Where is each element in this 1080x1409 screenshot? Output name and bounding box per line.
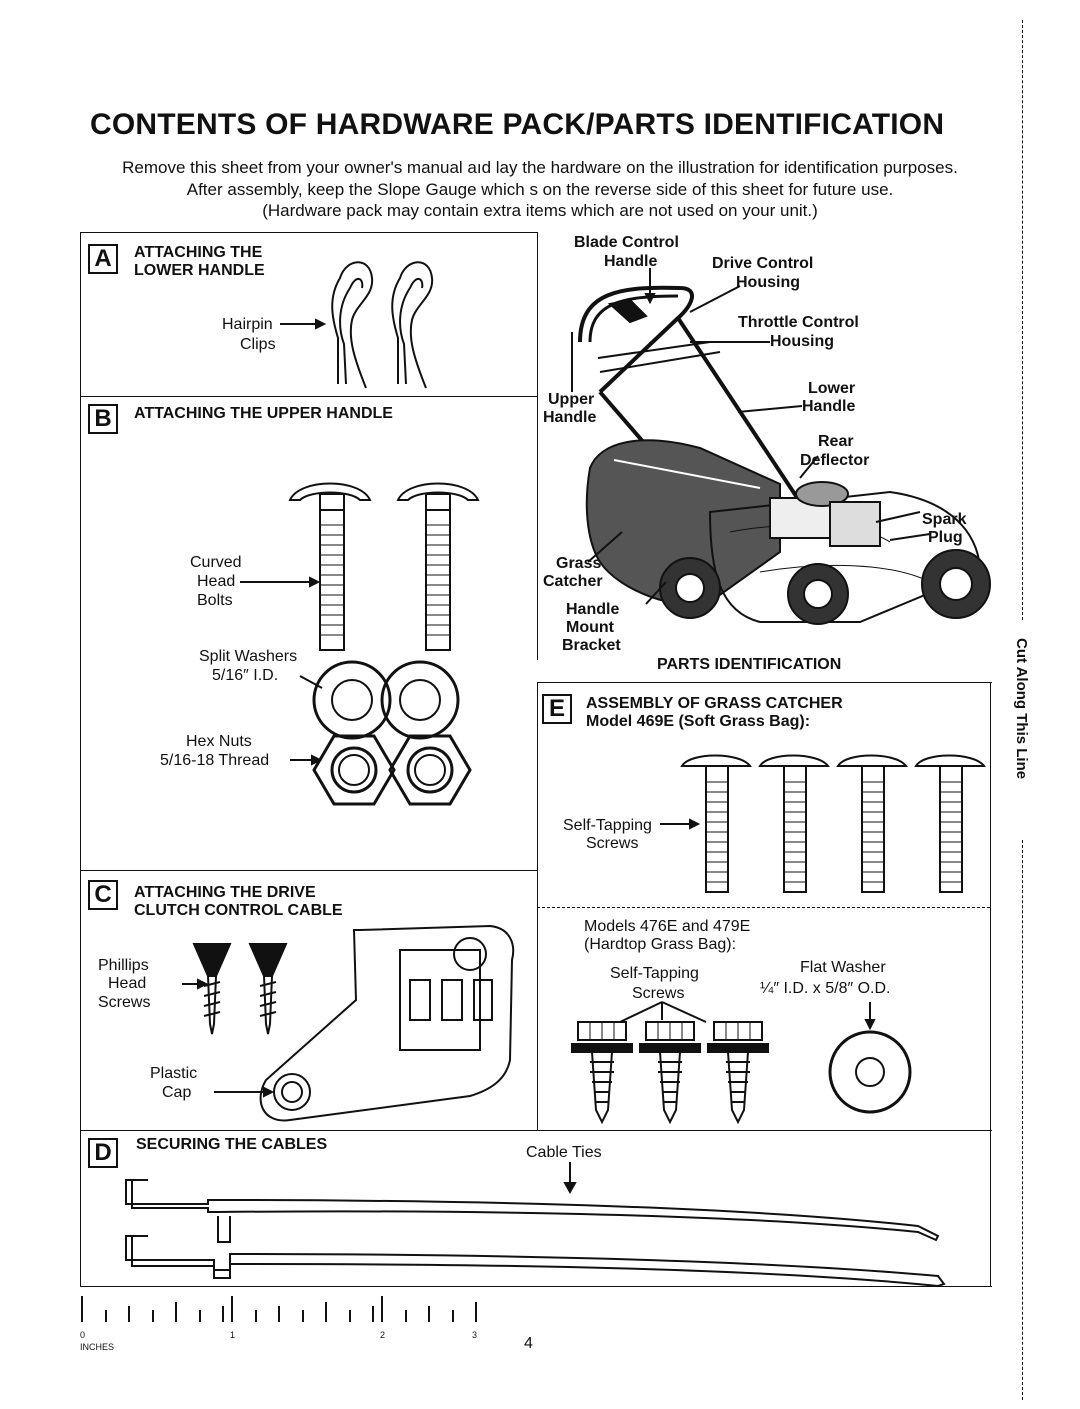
cut-line-lower [1022, 840, 1023, 1400]
top-rule [80, 232, 538, 233]
phillips-label-2: Head [108, 975, 147, 992]
frame-right [990, 682, 991, 1286]
flat-washer-label-2: ¼″ I.D. x 5/8″ O.D. [760, 980, 891, 997]
section-a-heading-2: LOWER HANDLE [134, 262, 265, 279]
bolts-label-1: Curved [190, 554, 242, 571]
mower-label-drive-2: Housing [736, 274, 800, 291]
mower-label-spark-2: Plug [928, 529, 963, 546]
bolts-washers-nuts-drawing [240, 482, 480, 806]
page-number: 4 [524, 1335, 533, 1352]
mower-label-lower-2: Handle [802, 398, 856, 415]
section-d-heading: SECURING THE CABLES [136, 1136, 328, 1153]
section-a-heading-1: ATTACHING THE [134, 244, 263, 261]
hardtop-models-label-2: (Hardtop Grass Bag): [584, 936, 737, 953]
hairpin-clips-drawing [280, 261, 434, 389]
intro-line-1: Remove this sheet from your owner's manu… [122, 158, 958, 177]
lawn-mower-drawing [571, 268, 991, 625]
section-a-letter: A [88, 244, 118, 274]
ruler-tick-1: 1 [230, 1330, 236, 1340]
cable-ties-label: Cable Ties [526, 1144, 602, 1161]
page-title: CONTENTS OF HARDWARE PACK/PARTS IDENTIFI… [90, 108, 945, 141]
hardtop-models-label-1: Models 476E and 479E [584, 918, 751, 935]
mower-label-mount-1: Handle [566, 601, 620, 618]
mower-label-rear-1: Rear [818, 433, 854, 450]
mower-label-mount-2: Mount [566, 619, 614, 636]
mower-label-throttle-2: Housing [770, 333, 834, 350]
section-c-heading-1: ATTACHING THE DRIVE [134, 884, 316, 901]
cap-label-2: Cap [162, 1084, 192, 1101]
section-b-heading: ATTACHING THE UPPER HANDLE [134, 405, 393, 422]
hairpin-label-1: Hairpin [222, 316, 273, 333]
rule-a-b [80, 396, 538, 397]
section-e-letter: E [542, 694, 572, 724]
cable-ties-drawing [125, 1162, 946, 1288]
mower-label-drive-1: Drive Control [712, 255, 814, 272]
divider-middle-lower [537, 682, 538, 1130]
section-e-heading-1: ASSEMBLY OF GRASS CATCHER [586, 695, 843, 712]
hairpin-label-2: Clips [240, 336, 276, 353]
section-d-letter: D [88, 1138, 118, 1168]
rule-e-top [537, 682, 992, 683]
nuts-label-1: Hex Nuts [186, 733, 252, 750]
mower-label-blade-2: Handle [604, 253, 658, 270]
soft-bag-screws-drawing [660, 754, 986, 893]
mower-label-upper-2: Handle [543, 409, 597, 426]
hardtop-screws-label-1: Self-Tapping [610, 965, 699, 982]
frame-left [80, 232, 81, 1286]
hardtop-hardware-drawing [571, 1001, 912, 1125]
bolts-label-3: Bolts [197, 592, 233, 609]
cut-line-upper [1022, 20, 1023, 620]
self-tapping-label-2: Screws [586, 835, 639, 852]
mower-label-lower-1: Lower [808, 380, 856, 397]
bolts-label-2: Head [197, 573, 236, 590]
flat-washer-label-1: Flat Washer [800, 959, 886, 976]
parts-identification-caption: PARTS IDENTIFICATION [657, 656, 842, 673]
mower-label-spark-1: Spark [922, 511, 967, 528]
rule-b-c [80, 870, 538, 871]
mower-label-mount-3: Bracket [562, 637, 621, 654]
cap-label-1: Plastic [150, 1065, 198, 1082]
ruler-tick-3: 3 [472, 1330, 478, 1340]
intro-line-3: (Hardware pack may contain extra items w… [262, 201, 818, 220]
divider-middle-upper [537, 232, 538, 660]
inch-ruler [81, 1296, 477, 1322]
ruler-tick-0: 0 [80, 1330, 86, 1340]
phillips-label-3: Screws [98, 994, 151, 1011]
cut-along-label: Cut Along This Line [1013, 638, 1030, 780]
mower-label-blade-1: Blade Control [574, 234, 679, 251]
section-c-letter: C [88, 880, 118, 910]
mower-label-throttle-1: Throttle Control [738, 314, 859, 331]
ruler-unit-label: INCHES [80, 1342, 115, 1352]
phillips-label-1: Phillips [98, 957, 149, 974]
mower-label-upper-1: Upper [548, 391, 595, 408]
section-e-heading-2: Model 469E (Soft Grass Bag): [586, 713, 811, 730]
intro-line-2: After assembly, keep the Slope Gauge whi… [186, 180, 894, 199]
washers-label-1: Split Washers [199, 648, 298, 665]
rule-c-d [80, 1130, 992, 1131]
mower-label-grass-2: Catcher [543, 573, 603, 590]
self-tapping-label-1: Self-Tapping [563, 817, 652, 834]
washers-label-2: 5/16″ I.D. [212, 667, 279, 684]
drive-clutch-drawing [182, 924, 515, 1122]
frame-bottom [80, 1286, 992, 1287]
ruler-tick-2: 2 [380, 1330, 386, 1340]
nuts-label-2: 5/16-18 Thread [160, 752, 270, 769]
section-c-heading-2: CLUTCH CONTROL CABLE [134, 902, 343, 919]
section-b-letter: B [88, 404, 118, 434]
hardtop-screws-label-2: Screws [632, 985, 685, 1002]
rule-e-dashed [537, 907, 990, 908]
